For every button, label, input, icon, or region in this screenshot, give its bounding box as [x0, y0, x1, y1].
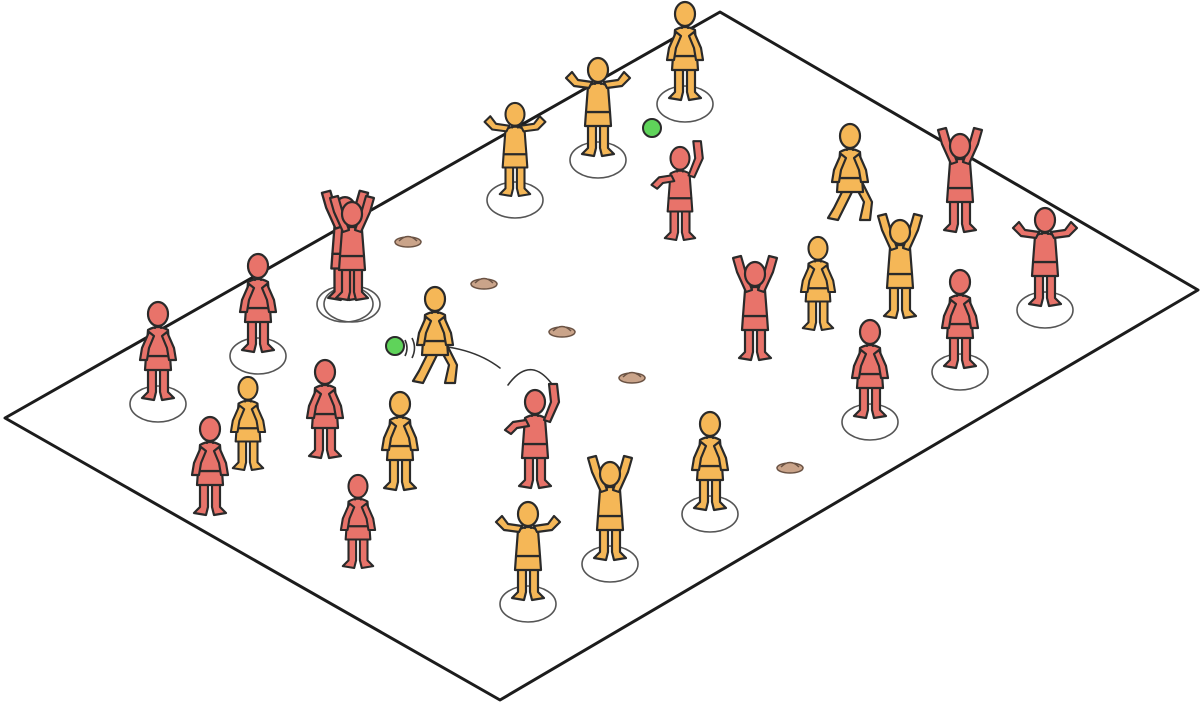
red-team-player	[938, 128, 982, 232]
orange-team-player	[413, 287, 457, 383]
cone-marker	[549, 327, 575, 338]
cone-marker	[619, 373, 645, 384]
red-team-player	[307, 360, 343, 458]
cone-marker	[395, 237, 421, 248]
red-team-player	[505, 384, 559, 488]
orange-team-player	[588, 456, 632, 560]
orange-team-player	[382, 392, 418, 490]
spot-marker	[657, 86, 713, 122]
spot-marker	[682, 496, 738, 532]
orange-team-player	[878, 214, 922, 318]
spot-marker	[130, 386, 186, 422]
spot-marker	[230, 338, 286, 374]
orange-team-player	[801, 237, 835, 330]
motion-lines	[405, 338, 415, 358]
red-team-player	[341, 475, 375, 568]
ball	[643, 119, 661, 137]
orange-team-player	[231, 377, 265, 470]
red-team-player	[652, 141, 703, 240]
spot-marker	[487, 182, 543, 218]
cone-marker	[471, 279, 497, 290]
cone-marker	[777, 463, 803, 474]
red-team-player	[192, 417, 228, 515]
spot-marker	[570, 142, 626, 178]
players	[140, 2, 1077, 600]
orange-team-player	[828, 124, 872, 220]
spot-marker	[932, 354, 988, 390]
spot-marker	[842, 404, 898, 440]
spot-marker	[1017, 292, 1073, 328]
ball	[386, 337, 404, 355]
spot-marker	[500, 586, 556, 622]
red-team-player	[733, 256, 777, 360]
spot-marker	[582, 546, 638, 582]
